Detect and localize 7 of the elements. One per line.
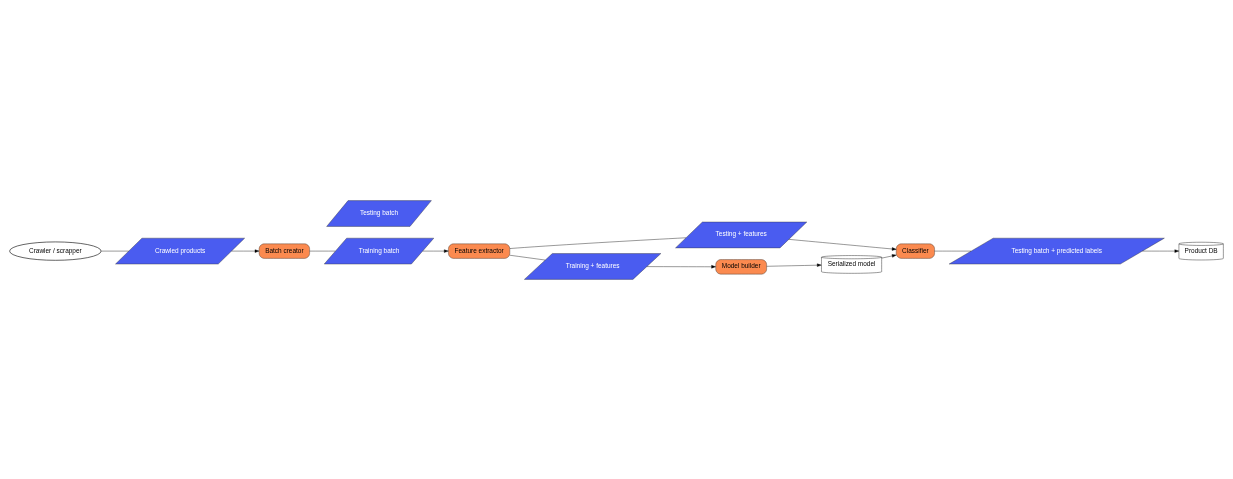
arrow: [1142, 249, 1180, 253]
arrow: [766, 263, 822, 267]
arrow: [231, 249, 260, 253]
arrow: [881, 253, 897, 258]
arrow: [646, 264, 716, 268]
arrow: [788, 238, 897, 251]
arrow: [422, 249, 449, 253]
